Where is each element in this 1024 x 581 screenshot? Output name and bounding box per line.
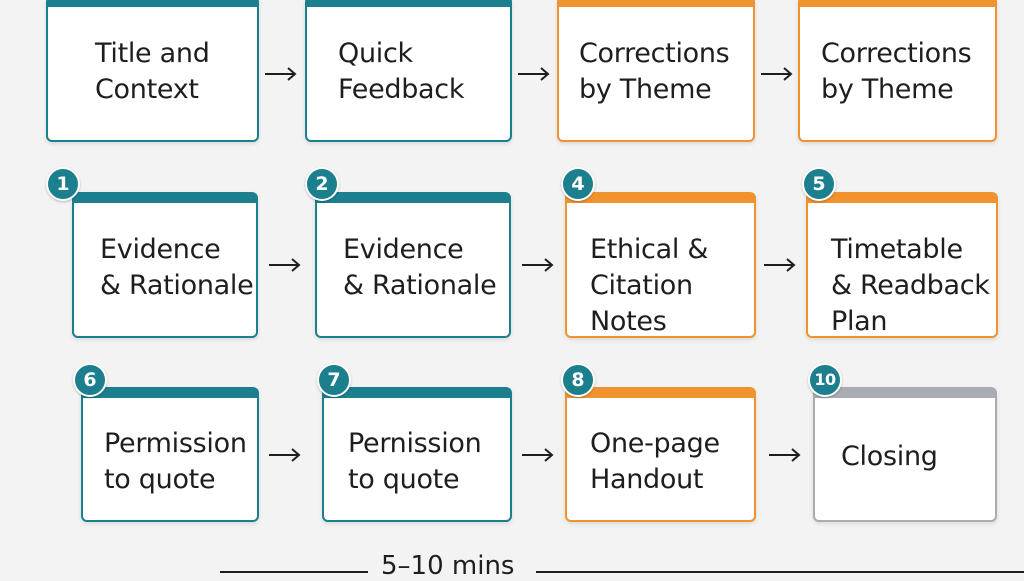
step-card-corrections-by-theme-2: [798, 0, 997, 142]
step-label: Ethical & Citation Notes: [590, 234, 709, 337]
right-arrow-icon: [522, 258, 554, 272]
step-card-ethical-citation-notes: [565, 192, 756, 338]
step-label: Corrections by Theme: [821, 38, 972, 105]
right-arrow-icon: [265, 67, 297, 81]
step-label: Timetable & Readback Plan: [831, 234, 990, 337]
right-arrow-icon: [764, 258, 796, 272]
right-arrow-icon: [769, 448, 801, 462]
right-arrow-icon: [269, 258, 301, 272]
step-number-badge: 5: [802, 167, 836, 201]
step-number-badge: 10: [808, 363, 842, 397]
step-number-badge: 4: [561, 167, 595, 201]
step-number-badge: 7: [317, 363, 351, 397]
step-label: Title and Context: [95, 38, 210, 105]
step-card-timetable-readback-plan: [806, 192, 998, 338]
step-card-corrections-by-theme: [557, 0, 755, 142]
step-card-one-page-handout: [565, 387, 756, 522]
duration-label: 5–10 mins: [381, 551, 515, 581]
step-label: Quick Feedback: [338, 38, 465, 105]
step-card-closing: [813, 387, 997, 522]
timeline-line-right: [536, 571, 1024, 573]
step-number-badge: 2: [305, 167, 339, 201]
step-card-quick-feedback: [305, 0, 512, 142]
step-number-badge: 1: [46, 167, 80, 201]
step-label: One-page Handout: [590, 428, 720, 495]
step-label: Evidence & Rationale: [100, 234, 254, 301]
step-label: Evidence & Rationale: [343, 234, 497, 301]
right-arrow-icon: [761, 67, 793, 81]
step-card-evidence-rationale-2: [315, 192, 511, 338]
step-card-title-and-context: [46, 0, 259, 142]
step-label: Closing: [841, 441, 938, 472]
step-card-permission-to-quote-2: [322, 387, 512, 522]
step-number-badge: 6: [73, 363, 107, 397]
step-card-permission-to-quote: [81, 387, 259, 522]
right-arrow-icon: [269, 448, 301, 462]
step-label: Pernission to quote: [348, 428, 482, 495]
right-arrow-icon: [518, 67, 550, 81]
step-label: Permission to quote: [104, 428, 247, 495]
right-arrow-icon: [522, 448, 554, 462]
timeline-line-left: [220, 571, 368, 573]
step-number-badge: 8: [561, 363, 595, 397]
step-card-evidence-rationale: [72, 192, 258, 338]
step-label: Corrections by Theme: [579, 38, 730, 105]
